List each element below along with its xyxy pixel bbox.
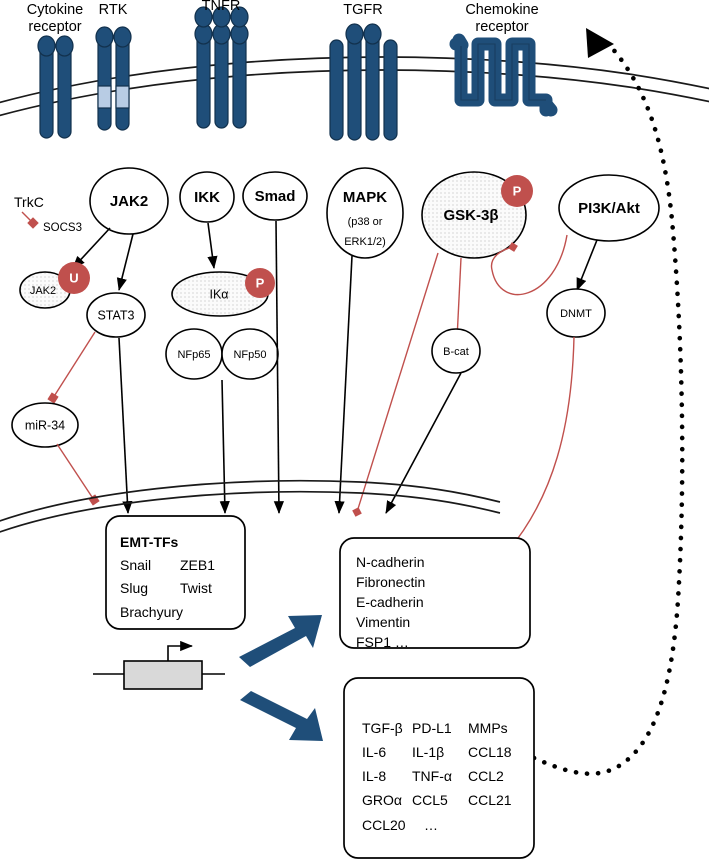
- marker-fsp1: FSP1 …: [356, 634, 409, 650]
- receptor-label-chemokine-2: receptor: [475, 19, 528, 35]
- node-gsk3b[interactable]: [421, 171, 527, 259]
- node-gsk3b-label: GSK-3β: [444, 207, 499, 224]
- emt-tf-slug: Slug: [120, 580, 148, 596]
- cytokine-tgfb: TGF-β: [362, 720, 403, 736]
- output-arrow-upper: [239, 615, 322, 667]
- receptor-label-cytokine-1: Cytokine: [27, 2, 83, 18]
- arrow-stat3-to-emt: [118, 337, 133, 514]
- autocrine-feedback-loop: [531, 28, 685, 776]
- node-jak2[interactable]: [89, 167, 169, 235]
- node-smad[interactable]: [242, 171, 308, 221]
- node-bcat-label: B-cat: [443, 346, 469, 358]
- emt-tf-snail: Snail: [120, 557, 151, 573]
- receptor-label-tgfr: TGFR: [343, 2, 382, 18]
- phospho-badge-ikalpha: [245, 268, 275, 298]
- cytokine-ccl2: CCL2: [468, 768, 504, 784]
- node-bcat[interactable]: [431, 328, 481, 374]
- cytokine-ccl18: CCL18: [468, 744, 512, 760]
- marker-fibronectin: Fibronectin: [356, 574, 425, 590]
- ubiquitin-badge-label: U: [69, 270, 78, 285]
- arrow-nfkb-to-emt: [219, 379, 230, 514]
- ubiquitin-badge: [58, 262, 90, 294]
- node-pi3k-akt[interactable]: [558, 174, 660, 242]
- receptor-rtk: [95, 26, 132, 131]
- arrow-bcat-to-emt: [385, 372, 462, 514]
- emt-marker-box[interactable]: [339, 537, 531, 649]
- inhibition-pi3k-gsk3b: [490, 234, 568, 296]
- emt-tfs-title: EMT-TFs: [120, 534, 179, 550]
- node-mapk[interactable]: [326, 167, 404, 259]
- feedback-arrowhead: [586, 28, 614, 58]
- receptor-label-cytokine-2: receptor: [28, 19, 81, 35]
- inhibition-gsk3b-bcat: [451, 257, 463, 345]
- receptor-chemokine-strokes: [460, 43, 546, 101]
- cytokine-pdl1: PD-L1: [412, 720, 452, 736]
- arrow-jak2-to-jak2ub: [72, 227, 111, 269]
- node-mapk-sub2: ERK1/2): [344, 236, 386, 248]
- cytokine-box[interactable]: [343, 677, 535, 859]
- receptor-tnfr: [194, 6, 249, 129]
- output-arrow-lower: [240, 691, 323, 741]
- cytokine-il8: IL-8: [362, 768, 386, 784]
- emt-tf-twist: Twist: [180, 580, 212, 596]
- receptor-label-tnfr: TNFR: [202, 0, 241, 14]
- marker-e-cadherin: E-cadherin: [356, 594, 424, 610]
- cell-membrane: [0, 56, 709, 117]
- cytokine-ellipsis: …: [424, 817, 438, 833]
- phospho-badge-gsk3b: [501, 175, 533, 207]
- node-mir-34-label: miR-34: [25, 418, 65, 432]
- node-mapk-sub1: (p38 or: [348, 216, 383, 228]
- node-stat3-label: STAT3: [97, 308, 134, 322]
- cytokine-il1b: IL-1β: [412, 744, 444, 760]
- cytokine-groa: GROα: [362, 792, 402, 808]
- cytokine-ccl21: CCL21: [468, 792, 512, 808]
- node-jak2-ub-label: JAK2: [30, 285, 56, 297]
- cytokine-ccl5: CCL5: [412, 792, 448, 808]
- socs3-label: SOCS3: [43, 222, 82, 234]
- cytokine-il6: IL-6: [362, 744, 386, 760]
- node-jak2-label: JAK2: [110, 193, 148, 210]
- receptor-label-rtk: RTK: [99, 2, 128, 18]
- inhibition-gsk3b-emt: [352, 252, 439, 517]
- marker-n-cadherin: N-cadherin: [356, 554, 424, 570]
- node-pi3k-akt-label: PI3K/Akt: [578, 200, 640, 217]
- arrow-mapk-to-emt: [334, 255, 353, 514]
- phospho-badge-gsk3b-label: P: [513, 183, 522, 198]
- receptor-label-chemokine-1: Chemokine: [465, 2, 538, 18]
- node-mapk-label: MAPK: [343, 189, 387, 206]
- node-nfp50-label: NFp50: [233, 349, 266, 361]
- node-dnmt[interactable]: [546, 288, 606, 338]
- node-dnmt-label: DNMT: [560, 308, 592, 320]
- arrow-ikk-to-ikalpha: [207, 222, 218, 269]
- arrow-pi3k-to-dnmt: [576, 239, 598, 291]
- gene-promoter-symbol: [93, 640, 225, 690]
- emt-tf-brachyury: Brachyury: [120, 604, 183, 620]
- cytokine-ccl20: CCL20: [362, 817, 406, 833]
- node-ikk[interactable]: [179, 171, 235, 223]
- transcription-arrow: [167, 640, 193, 661]
- cytokine-mmps: MMPs: [468, 720, 508, 736]
- receptor-cytokine: [37, 35, 74, 139]
- node-ikk-label: IKK: [194, 189, 220, 206]
- node-nfp65-label: NFp65: [177, 349, 210, 361]
- node-stat3[interactable]: [86, 292, 146, 338]
- emt-tfs-box[interactable]: [105, 515, 246, 630]
- socs3-inhibition-line: [21, 211, 39, 229]
- receptor-tgfr: [329, 23, 398, 141]
- inhibition-stat3-mir34: [47, 331, 96, 404]
- phospho-badge-ikalpha-label: P: [256, 275, 265, 290]
- arrow-jak2-to-stat3: [116, 233, 134, 291]
- nuclear-membrane: [0, 479, 501, 533]
- node-mir-34[interactable]: [11, 402, 79, 448]
- arrow-smad-to-emt: [273, 220, 284, 514]
- emt-tf-zeb1: ZEB1: [180, 557, 215, 573]
- marker-vimentin: Vimentin: [356, 614, 410, 630]
- trkc-label: TrkC: [14, 194, 44, 210]
- node-smad-label: Smad: [255, 188, 296, 205]
- cytokine-tnfa: TNF-α: [412, 768, 452, 784]
- node-ikalpha-label: IKα: [209, 287, 228, 301]
- inhibition-mir34-emt: [56, 443, 100, 506]
